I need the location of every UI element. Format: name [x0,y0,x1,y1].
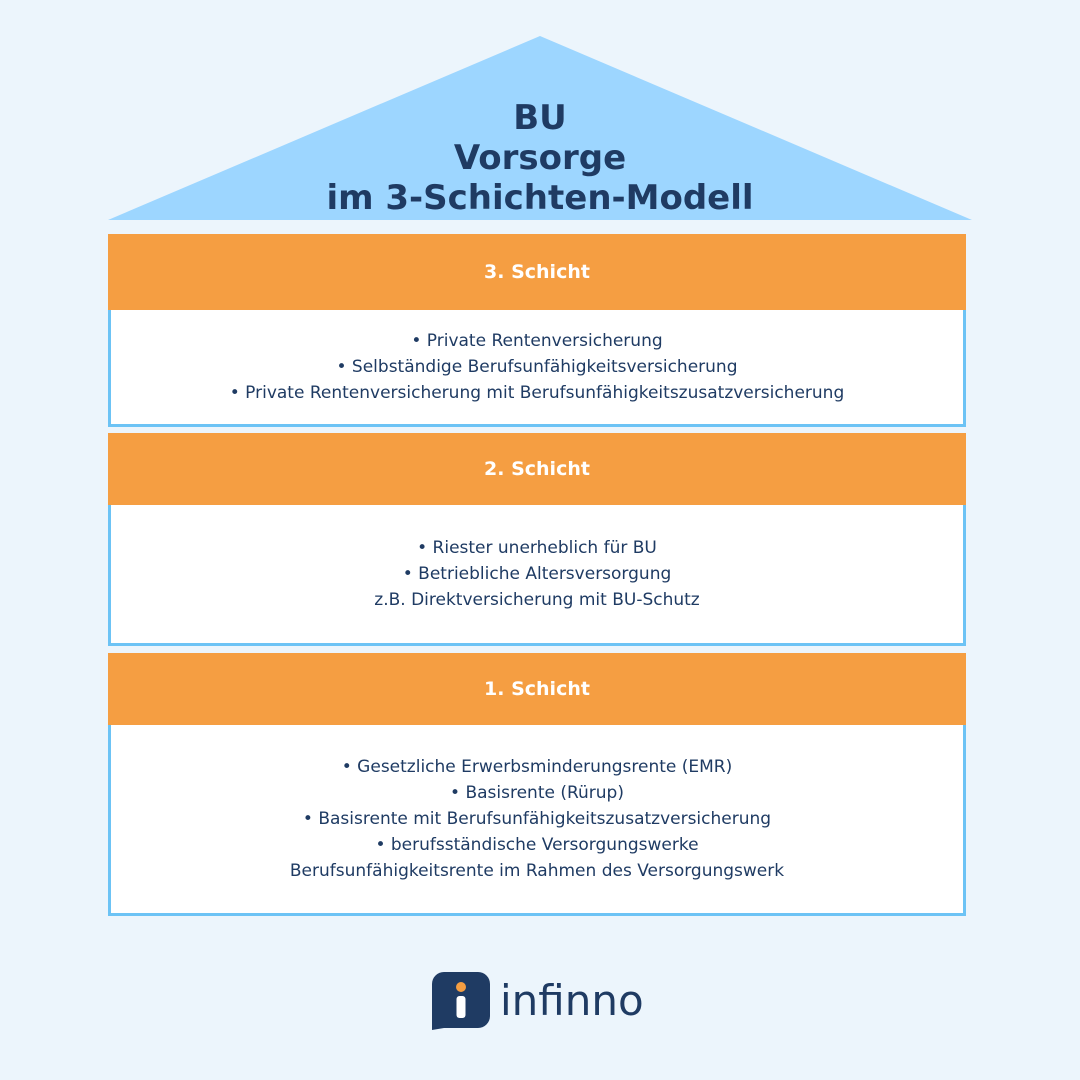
layer-1-heading: 1. Schicht [108,653,966,725]
roof-triangle [108,36,972,220]
title-line-1: BU [513,98,567,138]
layer-2-item-2: • Betriebliche Altersversorgung [402,564,672,584]
layer-3-item-3: • Private Rentenversicherung mit Berufsu… [229,383,845,403]
infinno-logo-icon [432,972,490,1030]
layer-3-item-2: • Selbständige Berufsunfähigkeitsversich… [336,357,738,377]
logo-wordmark: infinno [500,976,644,1025]
layer-3-heading: 3. Schicht [108,234,966,310]
layer-3-item-1: • Private Rentenversicherung [411,331,663,351]
layer-2-heading: 2. Schicht [108,433,966,505]
layer-3-body: • Private Rentenversicherung • Selbständ… [108,310,966,427]
brand-logo: infinno [432,972,644,1030]
house-roof: BU Vorsorge im 3-Schichten-Modell [108,36,972,220]
diagram-title: BU Vorsorge im 3-Schichten-Modell [108,98,972,218]
layer-3: 3. Schicht • Private Rentenversicherung … [108,234,966,427]
layer-1-item-3: • Basisrente mit Berufsunfähigkeitszusat… [302,809,772,829]
layer-1-item-2: • Basisrente (Rürup) [450,783,624,803]
layer-1-body: • Gesetzliche Erwerbsminderungsrente (EM… [108,725,966,916]
layer-1-item-4: • berufsständische Versorgungswerke [375,835,699,855]
layer-2-body: • Riester unerheblich für BU • Betriebli… [108,505,966,646]
layer-2: 2. Schicht • Riester unerheblich für BU … [108,433,966,646]
layer-2-item-3: z.B. Direktversicherung mit BU-Schutz [374,590,700,610]
title-line-2: Vorsorge [453,138,627,178]
layer-1: 1. Schicht • Gesetzliche Erwerbsminderun… [108,653,966,916]
layer-2-item-1: • Riester unerheblich für BU [417,538,657,558]
title-line-3: im 3-Schichten-Modell [326,178,754,218]
layer-1-item-5: Berufsunfähigkeitsrente im Rahmen des Ve… [289,861,785,881]
layer-1-item-1: • Gesetzliche Erwerbsminderungsrente (EM… [341,757,733,777]
